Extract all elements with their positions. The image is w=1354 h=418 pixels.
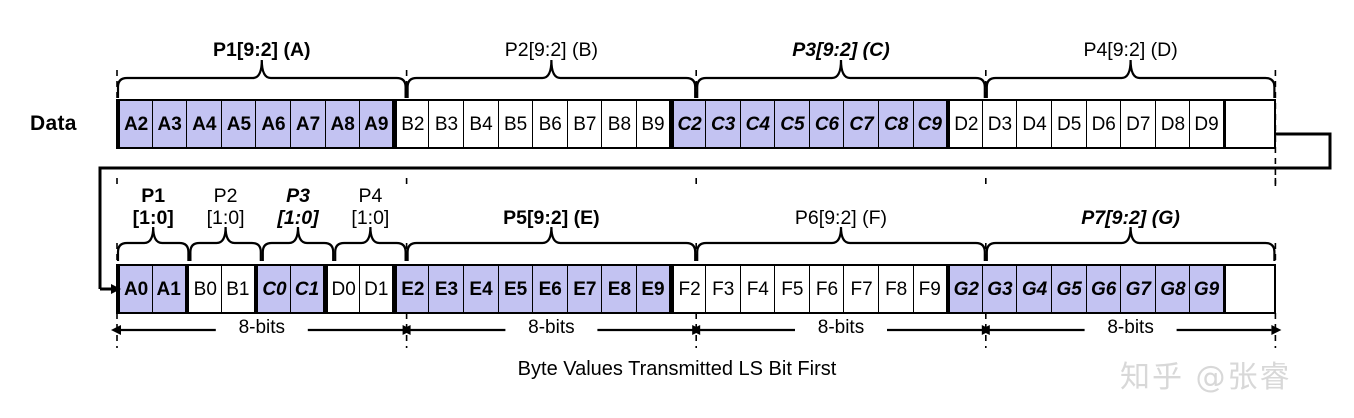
bit-cell-g6: G6 (1085, 265, 1122, 313)
row2-group-label-6: P6[9:2] (F) (696, 207, 986, 230)
bit-cell-d8: D8 (1154, 100, 1191, 148)
bit-cell-b3: B3 (428, 100, 465, 148)
data-row-label: Data (30, 112, 77, 135)
label-line-2: [1:0] (277, 206, 319, 229)
row1-group-label-2: P2[9:2] (B) (504, 39, 598, 61)
bit-cell-f6: F6 (808, 265, 846, 313)
bit-cell-b8: B8 (601, 100, 638, 148)
bit-cell-b6: B6 (532, 100, 569, 148)
bit-cell-d5: D5 (1051, 100, 1088, 148)
bit-cell-b4: B4 (462, 100, 500, 148)
row1-group-label-3: P3[9:2] (C) (792, 39, 890, 61)
bit-cell-a0: A0 (117, 265, 154, 313)
row1-group-label-4: P4[9:2] (D) (1083, 39, 1178, 61)
bit-cell-b7: B7 (566, 100, 603, 148)
bit-cell-c8: C8 (878, 100, 915, 148)
row2-group-label-5: P5[9:2] (E) (407, 207, 697, 230)
bit-cell-d4: D4 (1016, 100, 1053, 148)
label-line-1: P3 (286, 185, 310, 207)
bit-cell-c6: C6 (808, 100, 846, 148)
bit-cell-g7: G7 (1120, 265, 1157, 313)
bit-cell-a9: A9 (359, 100, 396, 148)
label-line-1: P6[9:2] (F) (794, 207, 888, 229)
label-line-1: P5[9:2] (E) (503, 207, 600, 229)
bit-cell-d9: D9 (1189, 100, 1226, 148)
label-line-2: [1:0] (206, 206, 245, 229)
bit-cell-d3: D3 (981, 100, 1019, 148)
bit-cell-g8: G8 (1154, 265, 1191, 313)
bit-cell-e4: E4 (462, 265, 500, 313)
bit-cell-a7: A7 (289, 100, 327, 148)
label-line-2: [1:0] (351, 206, 390, 229)
bit-cell-e5: E5 (497, 265, 534, 313)
bit-cell-e3: E3 (428, 265, 465, 313)
bit-cell-b1: B1 (220, 265, 257, 313)
bit-cell-a5: A5 (220, 100, 257, 148)
bit-cell-e9: E9 (635, 265, 673, 313)
bit-cell-g3: G3 (981, 265, 1019, 313)
row2-group-label-1: P1[1:0] (117, 185, 189, 230)
row2-group-label-7: P7[9:2] (G) (986, 207, 1276, 230)
bit-cell-d0: D0 (324, 265, 361, 313)
bit-cell-c3: C3 (705, 100, 742, 148)
bit-cell-a1: A1 (151, 265, 188, 313)
bit-cell-f8: F8 (878, 265, 915, 313)
dimension-label-byte-2: 8-bits (528, 317, 575, 338)
bit-cell-d7: D7 (1120, 100, 1157, 148)
bit-cell-a3: A3 (151, 100, 188, 148)
bit-cell-c7: C7 (843, 100, 880, 148)
bit-cell-d2: D2 (947, 100, 984, 148)
bit-cell-b0: B0 (186, 265, 223, 313)
bit-cell-b9: B9 (635, 100, 673, 148)
bit-cell-e2: E2 (393, 265, 430, 313)
bit-cell-c2: C2 (670, 100, 707, 148)
bit-cell-g9: G9 (1189, 265, 1226, 313)
bit-cell-c1: C1 (289, 265, 327, 313)
label-line-1: P2 (213, 185, 238, 207)
bit-cell-f5: F5 (774, 265, 811, 313)
watermark: 知乎 @张睿 (1120, 360, 1292, 395)
label-line-1: P1 (141, 185, 166, 207)
bit-cell-a2: A2 (117, 100, 154, 148)
bit-cell-d6: D6 (1085, 100, 1122, 148)
label-line-1: P4 (358, 185, 383, 207)
bit-cell-f9: F9 (912, 265, 949, 313)
bit-cell-g5: G5 (1051, 265, 1088, 313)
bit-cell-a4: A4 (186, 100, 223, 148)
bit-cell-c0: C0 (255, 265, 292, 313)
dimension-label-byte-1: 8-bits (238, 317, 286, 338)
bit-cell-e7: E7 (566, 265, 603, 313)
row1-group-label-1: P1[9:2] (A) (213, 39, 311, 61)
label-line-1: P7[9:2] (G) (1081, 207, 1180, 229)
diagram-caption: Byte Values Transmitted LS Bit First (517, 358, 837, 380)
dimension-label-byte-4: 8-bits (1107, 317, 1154, 338)
bit-cell-f4: F4 (739, 265, 776, 313)
bit-cell-f3: F3 (705, 265, 742, 313)
bit-cell-e6: E6 (532, 265, 569, 313)
bit-cell-b2: B2 (393, 100, 430, 148)
bit-cell-c9: C9 (912, 100, 949, 148)
bit-cell-g2: G2 (947, 265, 984, 313)
row2-group-label-2: P2[1:0] (189, 185, 261, 230)
bit-cell-a8: A8 (324, 100, 361, 148)
bit-cell-a6: A6 (255, 100, 292, 148)
bit-cell-f2: F2 (670, 265, 707, 313)
bit-cell-c5: C5 (774, 100, 811, 148)
bit-cell-c4: C4 (739, 100, 776, 148)
row2-group-label-3: P3[1:0] (262, 185, 334, 230)
bit-cell-e8: E8 (601, 265, 638, 313)
bit-cell-g4: G4 (1016, 265, 1053, 313)
dimension-label-byte-3: 8-bits (817, 317, 865, 338)
row2-group-label-4: P4[1:0] (334, 185, 406, 230)
bit-cell-d1: D1 (359, 265, 396, 313)
label-line-2: [1:0] (132, 206, 174, 229)
bit-cell-f7: F7 (843, 265, 880, 313)
bit-cell-b5: B5 (497, 100, 534, 148)
